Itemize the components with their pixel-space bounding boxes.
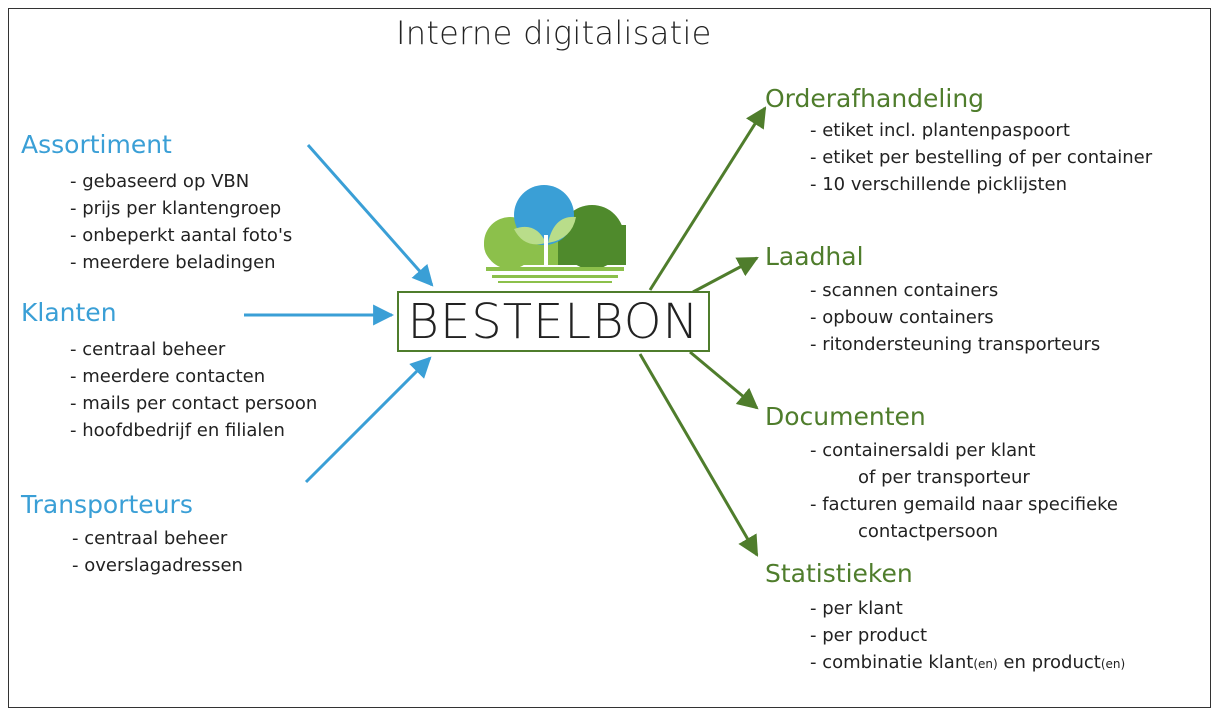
arrow-orderafhandeling [648, 106, 767, 291]
list-statistieken: - per klant - per product - combinatie k… [810, 595, 1125, 678]
list-item: - meerdere beladingen [70, 252, 276, 273]
diagram-title: Interne digitalisatie [396, 14, 712, 52]
list-klanten: - centraal beheer - meerdere contacten -… [70, 336, 317, 444]
heading-laadhal: Laadhal [765, 242, 864, 271]
list-item: - per product [810, 625, 928, 646]
list-item: contactpersoon [858, 521, 999, 542]
list-item: - gebaseerd op VBN [70, 171, 250, 192]
plural-suffix: (en) [1100, 657, 1126, 671]
list-item: of per transporteur [858, 467, 1030, 488]
en-product-text: en product [997, 652, 1101, 673]
list-item: - opbouw containers [810, 307, 994, 328]
heading-transporteurs: Transporteurs [21, 490, 193, 519]
combinatie-text: - combinatie klant [810, 652, 974, 673]
list-laadhal: - scannen containers - opbouw containers… [810, 277, 1100, 358]
heading-assortiment: Assortiment [21, 130, 172, 159]
list-item: - prijs per klantengroep [70, 198, 282, 219]
list-item: - per klant [810, 598, 903, 619]
list-item: - meerdere contacten [70, 366, 266, 387]
arrow-assortiment [306, 144, 434, 287]
list-item: - combinatie klant(en) en product(en) [810, 649, 1125, 678]
plant-logo [484, 185, 626, 283]
list-item: - centraal beheer [72, 528, 228, 549]
list-documenten: - containersaldi per klant of per transp… [810, 437, 1118, 545]
list-item: - mails per contact persoon [70, 393, 318, 414]
list-orderafhandeling: - etiket incl. plantenpaspoort - etiket … [810, 117, 1152, 198]
arrow-documenten [689, 350, 759, 410]
list-item: - centraal beheer [70, 339, 226, 360]
list-item: - ritondersteuning transporteurs [810, 334, 1101, 355]
list-item: - scannen containers [810, 280, 999, 301]
heading-klanten: Klanten [21, 298, 117, 327]
list-item: - containersaldi per klant [810, 440, 1036, 461]
center-box-bestelbon: BESTELBON [397, 291, 710, 352]
list-item: - hoofdbedrijf en filialen [70, 420, 285, 441]
list-item: - etiket per bestelling of per container [810, 147, 1153, 168]
heading-documenten: Documenten [765, 402, 926, 431]
arrow-transporteurs [304, 356, 432, 484]
arrow-laadhal [692, 256, 759, 294]
list-item: - facturen gemaild naar specifieke [810, 494, 1119, 515]
list-transporteurs: - centraal beheer - overslagadressen [72, 525, 243, 579]
arrow-statistieken [638, 353, 759, 557]
heading-statistieken: Statistieken [765, 559, 913, 588]
list-assortiment: - gebaseerd op VBN - prijs per klantengr… [70, 168, 292, 276]
plural-suffix: (en) [973, 657, 998, 671]
list-item: - etiket incl. plantenpaspoort [810, 120, 1070, 141]
list-item: - overslagadressen [72, 555, 243, 576]
heading-orderafhandeling: Orderafhandeling [765, 84, 985, 113]
list-item: - onbeperkt aantal foto's [70, 225, 293, 246]
list-item: - 10 verschillende picklijsten [810, 174, 1068, 195]
arrows-layer [244, 106, 767, 557]
